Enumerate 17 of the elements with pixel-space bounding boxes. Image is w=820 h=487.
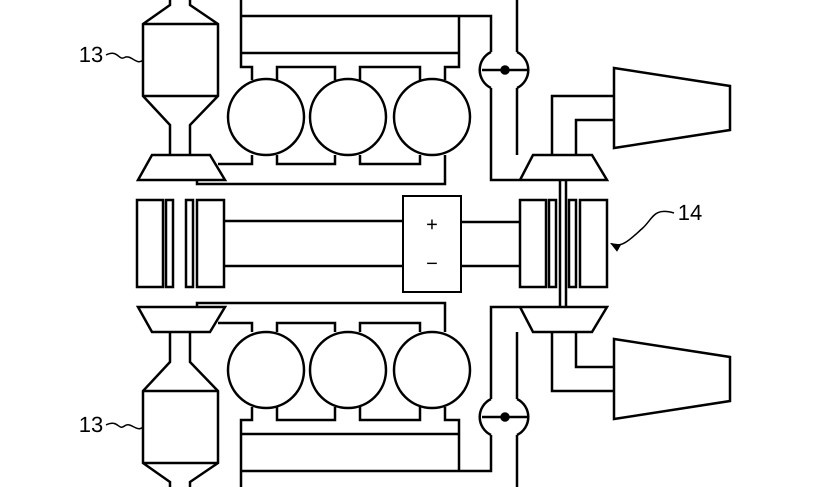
cable	[225, 220, 402, 222]
reference-numeral: 13	[76, 412, 106, 438]
reference-numeral: 14	[674, 200, 706, 226]
electric-machine-drawing	[518, 198, 608, 288]
filter-drawing	[142, 330, 220, 487]
leader-line	[106, 422, 144, 430]
polarity-sign: −	[426, 254, 438, 274]
electric-machine-drawing	[136, 198, 226, 288]
cable	[462, 264, 520, 268]
leader-line	[610, 210, 674, 252]
cable	[462, 220, 520, 224]
cable	[225, 264, 402, 268]
battery-box	[402, 195, 462, 293]
leader-line	[106, 52, 144, 62]
polarity-sign: +	[426, 214, 438, 234]
reference-numeral: 13	[76, 42, 106, 68]
filter-drawing	[142, 0, 220, 156]
